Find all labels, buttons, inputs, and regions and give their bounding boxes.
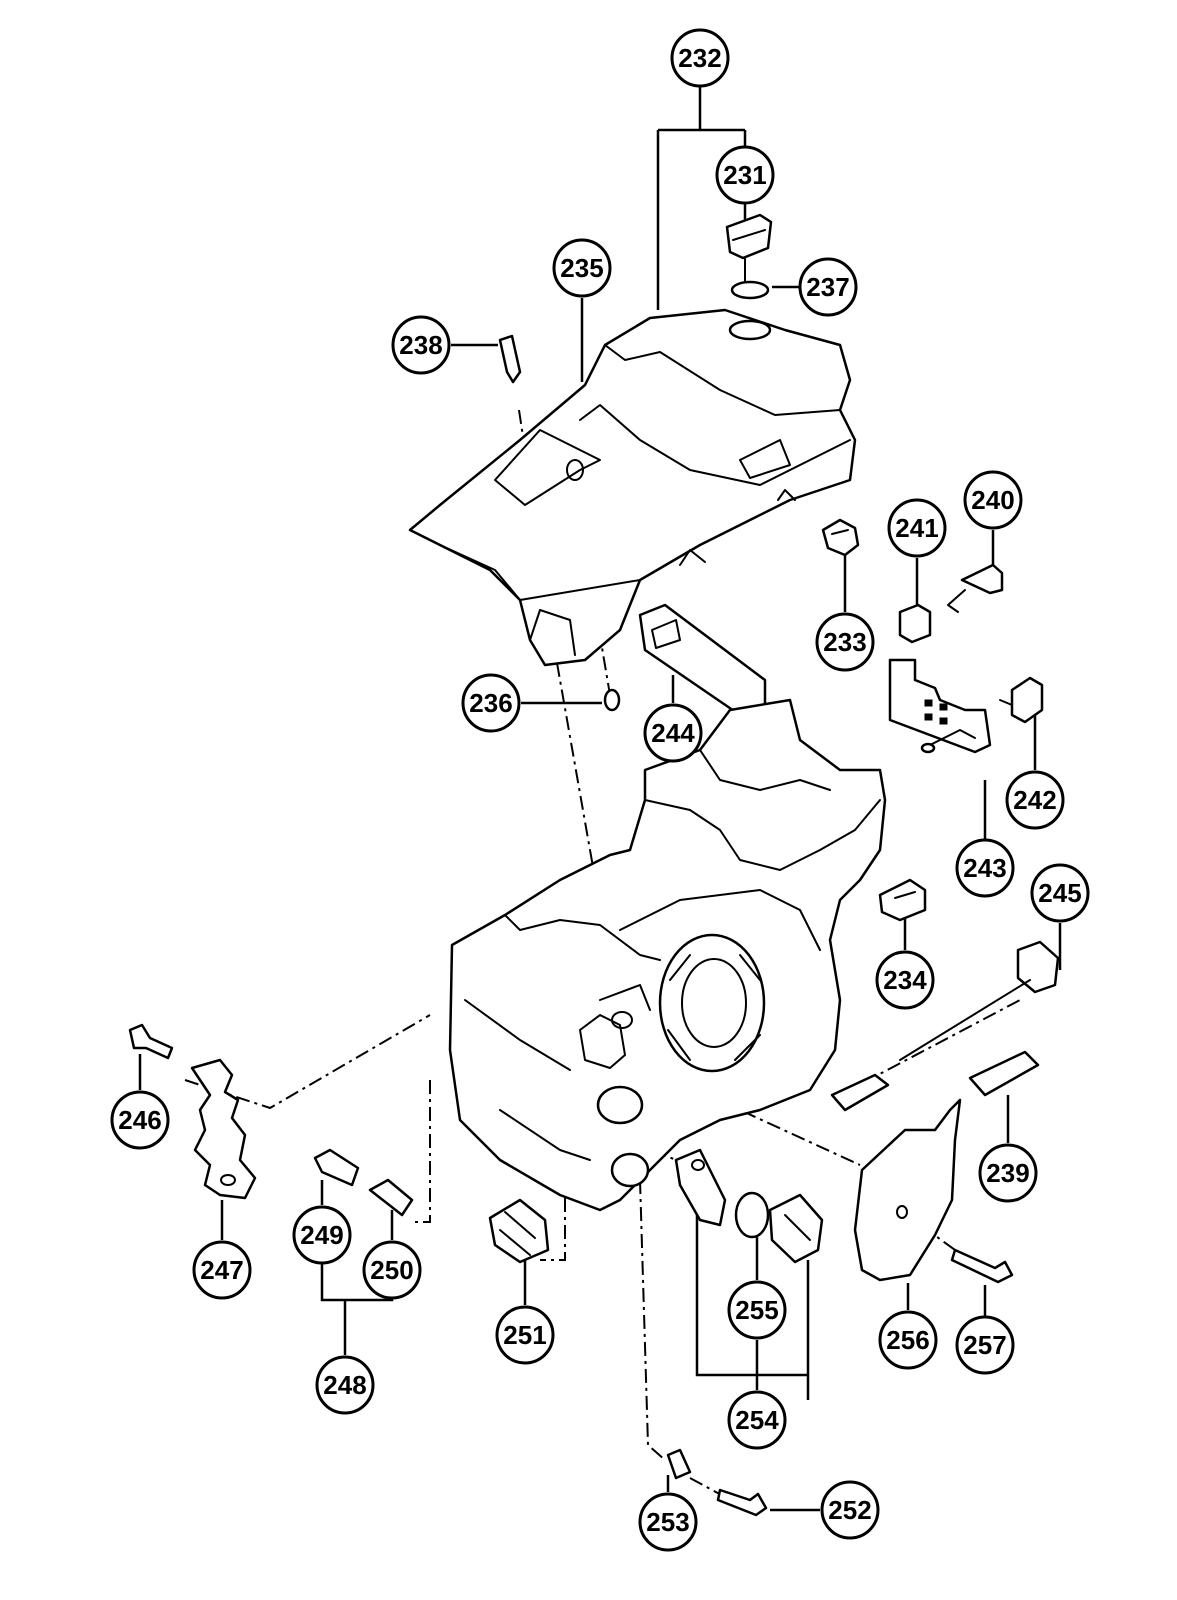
callout-238-label: 238 [399,330,442,360]
callout-248-label: 248 [323,1370,366,1400]
callout-242: 242 [1005,770,1065,830]
part-254-gasket [674,1148,727,1227]
callout-layer: 232 231 237 235 238 240 241 233 236 244 … [110,28,1090,1552]
part-250-sleeve [368,1178,414,1217]
part-234-damper [878,878,927,922]
part-249-pin [313,1148,360,1187]
part-243-switch-plate [888,658,992,754]
callout-250: 250 [362,1240,422,1300]
callout-252: 252 [820,1480,880,1540]
part-251-bushing [488,1198,550,1264]
part-252-screw [716,1488,768,1517]
part-231-cap [725,213,773,260]
part-242-switch [999,676,1044,724]
callout-235-label: 235 [560,253,603,283]
part-247-spike [190,1058,257,1200]
callout-240-label: 240 [971,485,1014,515]
part-246-bolt [128,1023,174,1060]
callout-232-label: 232 [678,43,721,73]
callout-234-label: 234 [883,965,927,995]
callout-251: 251 [495,1305,555,1365]
callout-244-label: 244 [651,718,695,748]
callout-257: 257 [955,1315,1015,1375]
callout-240: 240 [963,470,1023,530]
callout-236-label: 236 [469,688,512,718]
callout-243-label: 243 [963,853,1006,883]
callout-247: 247 [192,1240,252,1300]
callout-255: 255 [727,1280,787,1340]
callout-242-label: 242 [1013,785,1056,815]
part-235-top-cover [408,308,857,667]
callout-252-label: 252 [828,1495,871,1525]
leader-lines [138,86,1062,1512]
callout-250-label: 250 [370,1255,413,1285]
callout-246: 246 [110,1090,170,1150]
callout-249-label: 249 [300,1220,343,1250]
callout-243: 243 [955,838,1015,898]
callout-247-label: 247 [200,1255,243,1285]
callout-232: 232 [670,28,730,88]
callout-244: 244 [643,703,703,763]
part-crankcase [448,698,887,1212]
callout-236: 236 [461,673,521,733]
callout-231: 231 [715,145,775,205]
part-236-plug [603,688,621,712]
callout-233-label: 233 [823,627,866,657]
callout-254: 254 [727,1390,787,1450]
part-255-oring [734,1191,770,1239]
callout-241-label: 241 [895,513,938,543]
callout-249: 249 [292,1205,352,1265]
part-245-cable [830,940,1060,1112]
callout-235: 235 [552,238,612,298]
callout-256: 256 [878,1310,938,1370]
callout-233: 233 [815,612,875,672]
part-233-grommet [821,518,860,557]
callout-257-label: 257 [963,1330,1006,1360]
callout-256-label: 256 [886,1325,929,1355]
part-239-sleeve [968,1050,1040,1097]
callout-237: 237 [798,257,858,317]
callout-254-label: 254 [735,1405,779,1435]
callout-239: 239 [978,1143,1038,1203]
callout-239-label: 239 [986,1158,1029,1188]
callout-237-label: 237 [806,272,849,302]
part-238-screw [498,334,522,384]
callout-245: 245 [1030,863,1090,923]
callout-253: 253 [638,1492,698,1552]
part-256-guard [853,1098,962,1282]
part-257-bolt [950,1248,1014,1284]
callout-253-label: 253 [646,1507,689,1537]
part-241-knob [898,603,932,644]
part-237-washer [730,257,770,300]
callout-248: 248 [315,1355,375,1415]
callout-234: 234 [875,950,935,1010]
callout-246-label: 246 [118,1105,161,1135]
part-244-plate [638,603,767,722]
part-240-wire [947,563,1004,613]
part-253-pin [666,1448,692,1480]
part-254-pump [768,1193,824,1264]
callout-241: 241 [887,498,947,558]
callout-238: 238 [391,315,451,375]
callout-251-label: 251 [503,1320,546,1350]
callout-255-label: 255 [735,1295,778,1325]
callout-231-label: 231 [723,160,766,190]
callout-245-label: 245 [1038,878,1081,908]
